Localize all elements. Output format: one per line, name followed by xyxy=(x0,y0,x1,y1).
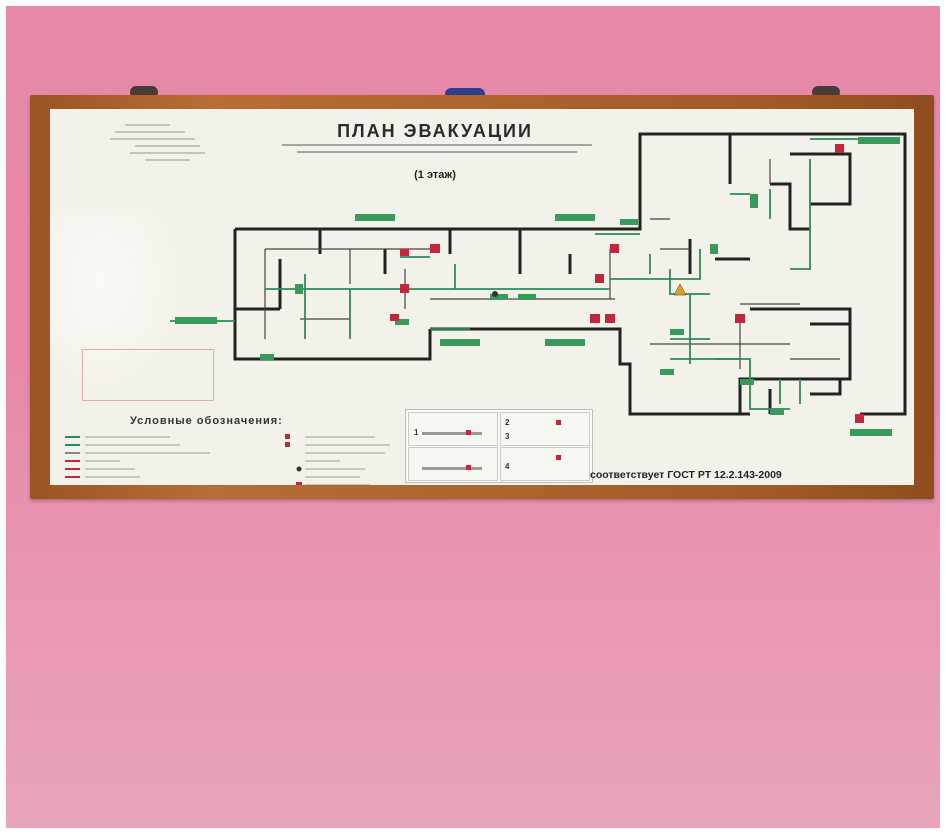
instruction-cell xyxy=(408,412,498,446)
instruction-cell xyxy=(408,447,498,481)
instruction-number: 4 xyxy=(505,462,510,471)
floor-label: (1 этаж) xyxy=(414,169,456,181)
gost-compliance-label: соответствует ГОСТ РТ 12.2.143-2009 xyxy=(590,469,782,481)
instruction-sign xyxy=(556,455,561,460)
instruction-bar xyxy=(422,432,482,435)
plan-subtitle-lines xyxy=(282,144,592,153)
instruction-number: 3 xyxy=(505,432,510,441)
legend-title: Условные обозначения: xyxy=(130,415,283,427)
evacuation-plan-board: ​ ПЛАН ЭВАКУАЦИИ (1 этаж) xyxy=(50,109,914,485)
instruction-sign xyxy=(466,465,471,470)
instruction-sign xyxy=(466,430,471,435)
wooden-frame: ​ ПЛАН ЭВАКУАЦИИ (1 этаж) xyxy=(30,95,934,499)
side-info-box xyxy=(82,349,214,401)
instruction-number: 1 xyxy=(414,428,419,437)
instruction-number: 2 xyxy=(505,418,510,427)
instruction-cell xyxy=(500,412,590,446)
plan-title: ПЛАН ЭВАКУАЦИИ xyxy=(337,121,533,141)
instruction-panel: 1 2 3 4 xyxy=(405,409,593,483)
instruction-sign xyxy=(556,420,561,425)
instruction-cell xyxy=(500,447,590,481)
floor-plan-drawing xyxy=(170,132,907,436)
glass-glare xyxy=(50,209,180,389)
legend-symbols xyxy=(65,434,290,478)
legend-symbols-right xyxy=(296,436,390,485)
approval-stamp-lines xyxy=(110,124,205,161)
instruction-bar xyxy=(422,467,482,470)
